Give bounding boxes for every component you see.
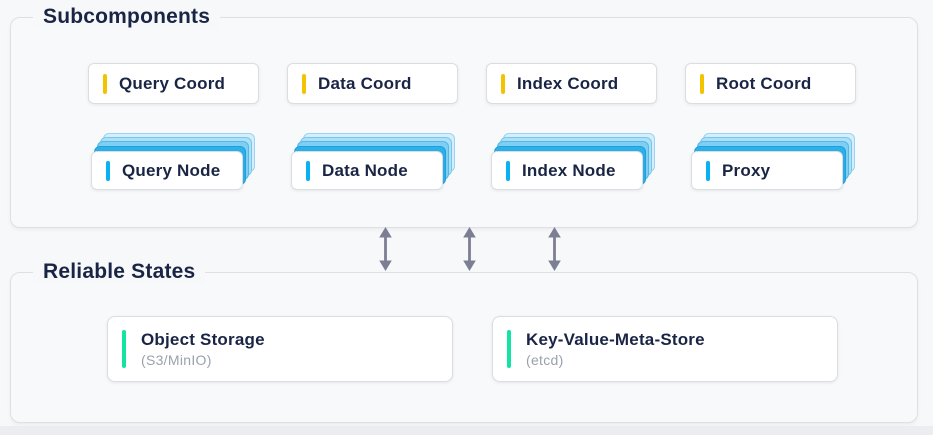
card-proxy: Proxy <box>691 151 843 190</box>
stacked-card-query-node: Query Node <box>91 133 255 190</box>
store-text: Key-Value-Meta-Store (etcd) <box>526 329 705 369</box>
card-query-node: Query Node <box>91 151 243 190</box>
bidirectional-arrow-icon <box>379 227 392 271</box>
card-label: Index Coord <box>517 73 619 93</box>
card-label: Query Coord <box>119 73 226 93</box>
store-title: Object Storage <box>141 330 265 349</box>
accent-bar <box>700 73 704 94</box>
accent-bar <box>103 73 107 94</box>
card-query-coord: Query Coord <box>88 63 259 104</box>
card-data-coord: Data Coord <box>287 63 458 104</box>
card-root-coord: Root Coord <box>685 63 856 104</box>
accent-bar <box>302 73 306 94</box>
card-object-storage: Object Storage (S3/MinIO) <box>107 316 453 382</box>
card-label: Root Coord <box>716 73 812 93</box>
accent-bar <box>306 160 310 181</box>
card-index-coord: Index Coord <box>486 63 657 104</box>
subcomponents-panel: Subcomponents Query Coord Data Coord Ind… <box>10 4 918 228</box>
accent-bar <box>507 330 511 368</box>
store-title: Key-Value-Meta-Store <box>526 330 705 349</box>
card-label: Index Node <box>522 160 616 180</box>
reliable-states-panel-title: Reliable States <box>33 259 206 285</box>
bidirectional-arrow-icon <box>548 227 561 271</box>
stacked-card-proxy: Proxy <box>691 133 855 190</box>
stacked-card-data-node: Data Node <box>291 133 455 190</box>
card-label: Proxy <box>722 160 771 180</box>
accent-bar <box>106 160 110 181</box>
subcomponents-panel-title: Subcomponents <box>33 4 221 30</box>
card-label: Data Node <box>322 160 408 180</box>
accent-bar <box>506 160 510 181</box>
card-label: Data Coord <box>318 73 412 93</box>
accent-bar <box>706 160 710 181</box>
store-text: Object Storage (S3/MinIO) <box>141 329 265 369</box>
bidirectional-arrow-icon <box>463 227 476 271</box>
card-key-value-meta-store: Key-Value-Meta-Store (etcd) <box>492 316 838 382</box>
store-subtitle: (etcd) <box>526 352 564 368</box>
store-subtitle: (S3/MinIO) <box>141 352 212 368</box>
coordinator-row: Query Coord Data Coord Index Coord Root … <box>88 63 856 104</box>
page-bottom-strip <box>0 426 933 435</box>
card-label: Query Node <box>122 160 221 180</box>
card-index-node: Index Node <box>491 151 643 190</box>
accent-bar <box>501 73 505 94</box>
card-data-node: Data Node <box>291 151 443 190</box>
accent-bar <box>122 330 126 368</box>
reliable-states-panel: Reliable States Object Storage (S3/MinIO… <box>10 259 918 423</box>
node-row: Query Node Data Node I <box>91 133 855 190</box>
stacked-card-index-node: Index Node <box>491 133 655 190</box>
